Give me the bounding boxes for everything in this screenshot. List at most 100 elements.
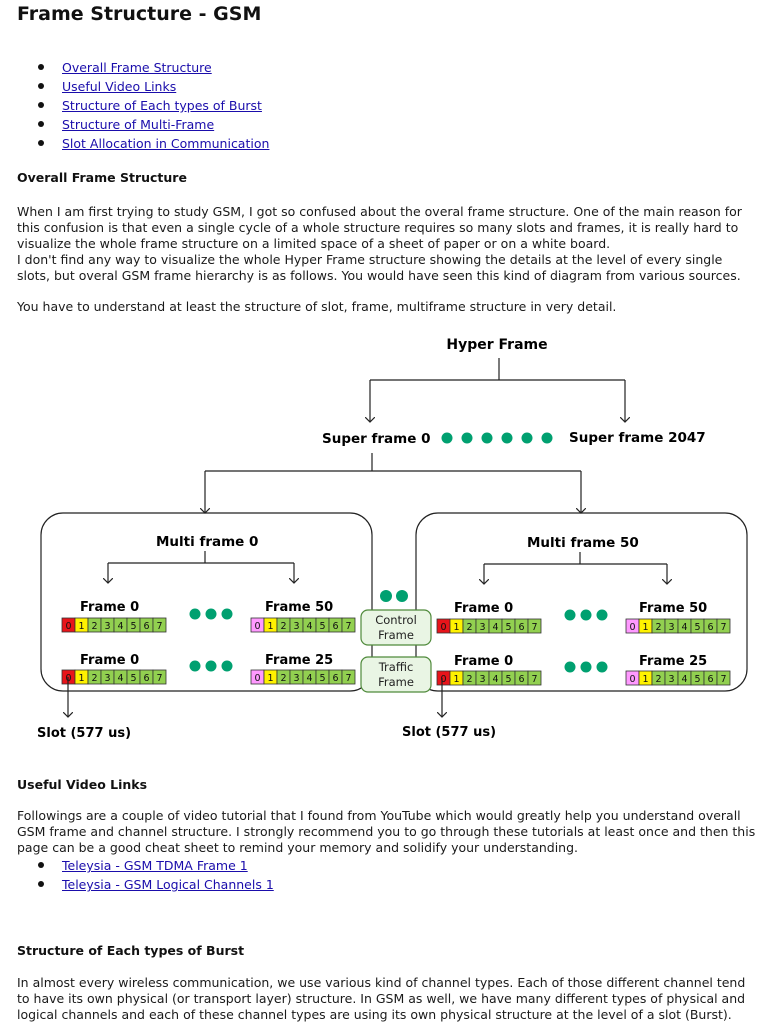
slot-number: 1 [453, 674, 459, 685]
text-line: I don't find any way to visualize the wh… [17, 252, 723, 267]
slot-number: 6 [143, 673, 149, 684]
slot-number: 1 [453, 622, 459, 633]
frame-label: Frame 25 [265, 653, 333, 668]
slot-number: 5 [694, 622, 700, 633]
text-line: logical channels and each of these chann… [17, 1007, 732, 1022]
control-frame-label: Frame [378, 628, 414, 642]
slot-number: 2 [91, 621, 97, 632]
slot-number: 3 [293, 673, 299, 684]
slot-number: 2 [655, 674, 661, 685]
slot-number: 2 [466, 622, 472, 633]
traffic-frame-box [360, 656, 432, 693]
slot-number: 0 [254, 673, 260, 684]
slot-number: 1 [642, 674, 648, 685]
slot-number: 5 [694, 674, 700, 685]
slot-number: 3 [104, 673, 110, 684]
toc-link-slot-allocation[interactable]: Slot Allocation in Communication [62, 136, 270, 151]
frame-ellipsis-dots [189, 590, 608, 673]
multi-frame-0-box [40, 512, 373, 692]
toc-item: Slot Allocation in Communication [17, 134, 269, 153]
text-line: When I am first trying to study GSM, I g… [17, 204, 742, 219]
toc-link-videos[interactable]: Useful Video Links [62, 79, 177, 94]
slot-number: 5 [130, 673, 136, 684]
slot-pointer-arrows [68, 677, 442, 717]
slot-number: 6 [332, 621, 338, 632]
toc-link-burst[interactable]: Structure of Each types of Burst [62, 98, 262, 113]
toc-item: Structure of Each types of Burst [17, 96, 269, 115]
gsm-frame-hierarchy-diagram: Hyper Frame Super frame 0 Super frame 20… [37, 337, 748, 741]
slot-number: 3 [668, 622, 674, 633]
text-line: page can be a good cheat sheet to remind… [17, 840, 579, 855]
slot-number: 1 [642, 622, 648, 633]
slot-number: 7 [345, 621, 351, 632]
slot-cell [527, 618, 542, 634]
traffic-frame-label: Traffic [378, 660, 414, 674]
slot-number: 3 [104, 621, 110, 632]
text-line: Followings are a couple of video tutoria… [17, 808, 741, 823]
slot-number: 7 [531, 622, 537, 633]
text-line: this confusion is that even a single cyc… [17, 220, 739, 235]
overall-paragraph: When I am first trying to study GSM, I g… [17, 204, 767, 284]
slot-number: 7 [720, 674, 726, 685]
super-frame-2047-label: Super frame 2047 [569, 430, 706, 446]
slot-number: 2 [655, 622, 661, 633]
slot-number: 1 [78, 673, 84, 684]
super-frame-connectors [205, 453, 581, 513]
multi-frame-connectors [108, 551, 667, 584]
hyper-frame-connectors [370, 358, 625, 422]
frame-label: Frame 0 [80, 600, 139, 615]
frame-label: Frame 0 [454, 654, 513, 669]
slot-number: 3 [479, 622, 485, 633]
slot-cell [341, 669, 356, 685]
text-line: visualize the whole frame structure on a… [17, 236, 611, 251]
slot-number: 3 [293, 621, 299, 632]
section-heading-overall: Overall Frame Structure [17, 170, 187, 185]
slot-number: 4 [117, 621, 123, 632]
toc-link-multiframe[interactable]: Structure of Multi-Frame [62, 117, 215, 132]
slot-number: 7 [345, 673, 351, 684]
slot-number: 4 [306, 621, 312, 632]
frame-label: Frame 25 [639, 654, 707, 669]
slot-number: 5 [505, 674, 511, 685]
super-frame-0-label: Super frame 0 [322, 431, 430, 447]
slot-number: 4 [681, 674, 687, 685]
slot-number: 6 [518, 674, 524, 685]
list-item: Teleysia - GSM TDMA Frame 1 [17, 856, 274, 875]
video-link-tdma-frame[interactable]: Teleysia - GSM TDMA Frame 1 [62, 858, 248, 873]
text-line: In almost every wireless communication, … [17, 975, 746, 990]
slot-number: 2 [91, 673, 97, 684]
slot-number: 2 [466, 674, 472, 685]
super-frame-ellipsis-dots [441, 432, 553, 444]
slot-cell [716, 670, 731, 686]
slot-number: 4 [681, 622, 687, 633]
slot-number: 4 [492, 622, 498, 633]
multi-frame-50-box [415, 512, 748, 692]
slot-number: 6 [707, 622, 713, 633]
slot-number: 6 [143, 621, 149, 632]
section-heading-burst: Structure of Each types of Burst [17, 943, 245, 958]
toc-link-overall[interactable]: Overall Frame Structure [62, 60, 212, 75]
slot-number: 5 [319, 621, 325, 632]
traffic-frame-label: Frame [378, 675, 414, 689]
slot-cell [527, 670, 542, 686]
slot-number: 5 [319, 673, 325, 684]
frame-label: Frame 50 [265, 600, 333, 615]
slot-number: 6 [518, 622, 524, 633]
video-link-logical-channels[interactable]: Teleysia - GSM Logical Channels 1 [62, 877, 274, 892]
frame-label: Frame 0 [454, 601, 513, 616]
toc-item: Structure of Multi-Frame [17, 115, 269, 134]
multi-frame-0-label: Multi frame 0 [156, 534, 258, 550]
section-heading-videos: Useful Video Links [17, 777, 148, 792]
slot-number: 5 [130, 621, 136, 632]
control-frame-box [360, 609, 432, 646]
slot-cell [716, 618, 731, 634]
text-line: to have its own physical (or transport l… [17, 991, 746, 1006]
text-line: slots, but overal GSM frame hierarchy is… [17, 268, 741, 283]
videos-paragraph: Followings are a couple of video tutoria… [17, 808, 767, 856]
slot-number: 7 [156, 673, 162, 684]
burst-paragraph: In almost every wireless communication, … [17, 975, 767, 1023]
frame-label: Frame 50 [639, 601, 707, 616]
slot-number: 2 [280, 673, 286, 684]
toc-item: Overall Frame Structure [17, 58, 269, 77]
